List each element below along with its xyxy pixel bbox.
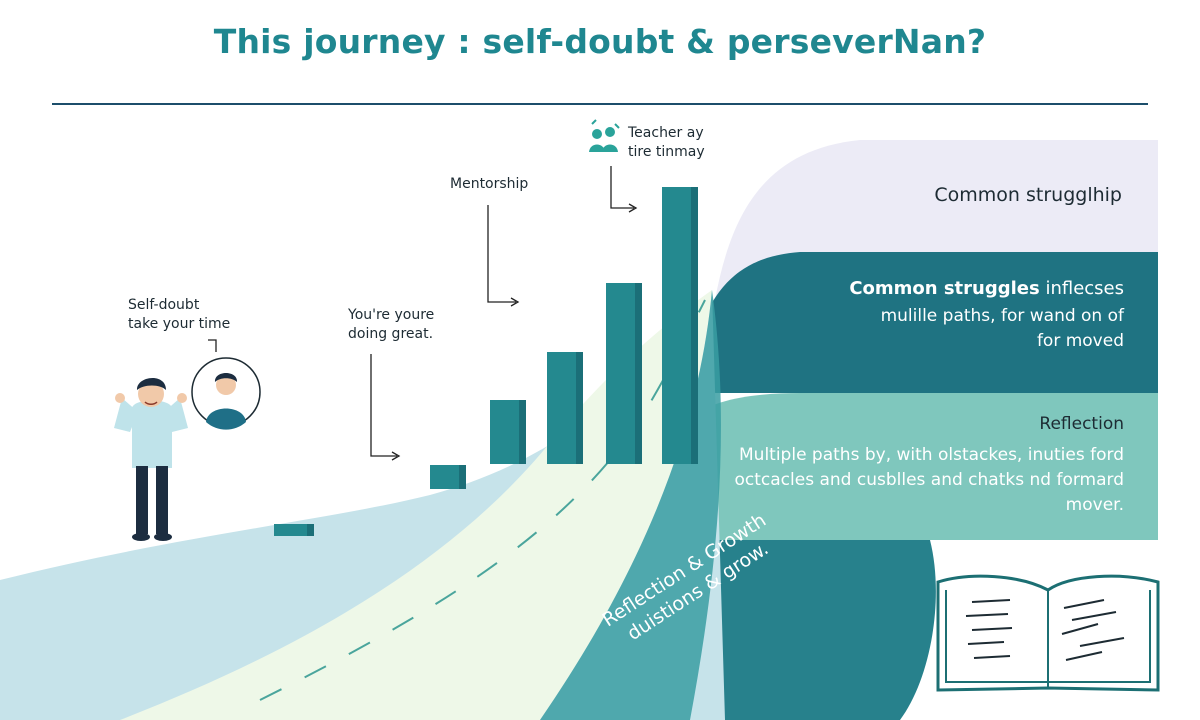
- road-teal-edge: [540, 290, 721, 720]
- teacher-label-line2: tire tinmay: [628, 144, 705, 160]
- encouragement-label-line1: You're youre: [348, 307, 435, 323]
- progress-bar-1: [274, 524, 314, 536]
- connector-self-doubt: [208, 339, 217, 352]
- band3-body: Multiple paths by, with olstackes, inuti…: [735, 443, 1125, 518]
- connector-mentorship: [487, 205, 516, 303]
- connector-arrow-mentorship: [510, 297, 520, 307]
- band3-heading: Reflection: [1039, 414, 1124, 434]
- connector-arrow-youre: [391, 451, 401, 461]
- band2-heading-bold: Common struggles: [849, 278, 1040, 299]
- teacher-icon: [589, 119, 620, 152]
- person-icon: [114, 377, 188, 541]
- band3-body-line2: octcacles and cusblles and chatks nd for…: [734, 470, 1125, 490]
- band1-heading: Common strugglhip: [934, 184, 1122, 206]
- connector-teacher: [610, 166, 634, 209]
- band2-body-line2: for moved: [1036, 331, 1124, 351]
- encouragement-label-line2: doing great.: [348, 326, 434, 342]
- connector-arrow-teacher: [628, 203, 638, 213]
- band2-heading-rest: inflecses: [1039, 278, 1124, 299]
- book-icon: [936, 574, 1160, 692]
- progress-bar-shade-1: [307, 524, 314, 536]
- road-light: [120, 290, 712, 720]
- progress-bars: [274, 187, 698, 536]
- self-doubt-label-line1: Self-doubt: [128, 297, 200, 313]
- progress-bar-shade-4: [576, 352, 583, 464]
- teacher-label-line1: Teacher ay: [628, 125, 704, 141]
- band2-body-line1: mulille paths, for wand on of: [880, 306, 1124, 326]
- band3-body-line1: Multiple paths by, with olstackes, inuti…: [739, 445, 1124, 465]
- mentorship-label: Mentorship: [450, 176, 529, 192]
- progress-bar-shade-5: [635, 283, 642, 464]
- encouragement-callout: You're youre doing great.: [348, 306, 434, 344]
- avatar-icon: [191, 357, 261, 430]
- connector-youre: [370, 354, 397, 457]
- progress-bar-shade-3: [519, 400, 526, 464]
- self-doubt-callout: Self-doubt take your time: [128, 296, 230, 334]
- band-teal-dark: [700, 252, 1158, 393]
- band-teal-mid: [690, 393, 1158, 540]
- band3-body-line3: mover.: [1065, 495, 1124, 515]
- progress-bar-shade-6: [691, 187, 698, 464]
- self-doubt-label-line2: take your time: [128, 316, 231, 332]
- band2-body: mulille paths, for wand on of for moved: [881, 304, 1124, 354]
- band2-heading: Common struggles inflecses: [849, 278, 1124, 299]
- progress-bar-shade-2: [459, 465, 466, 489]
- page-title: This journey : self-doubt & perseverNan?: [213, 22, 987, 61]
- teacher-callout: Teacher ay tire tinmay: [628, 124, 705, 162]
- title-divider: [52, 103, 1148, 105]
